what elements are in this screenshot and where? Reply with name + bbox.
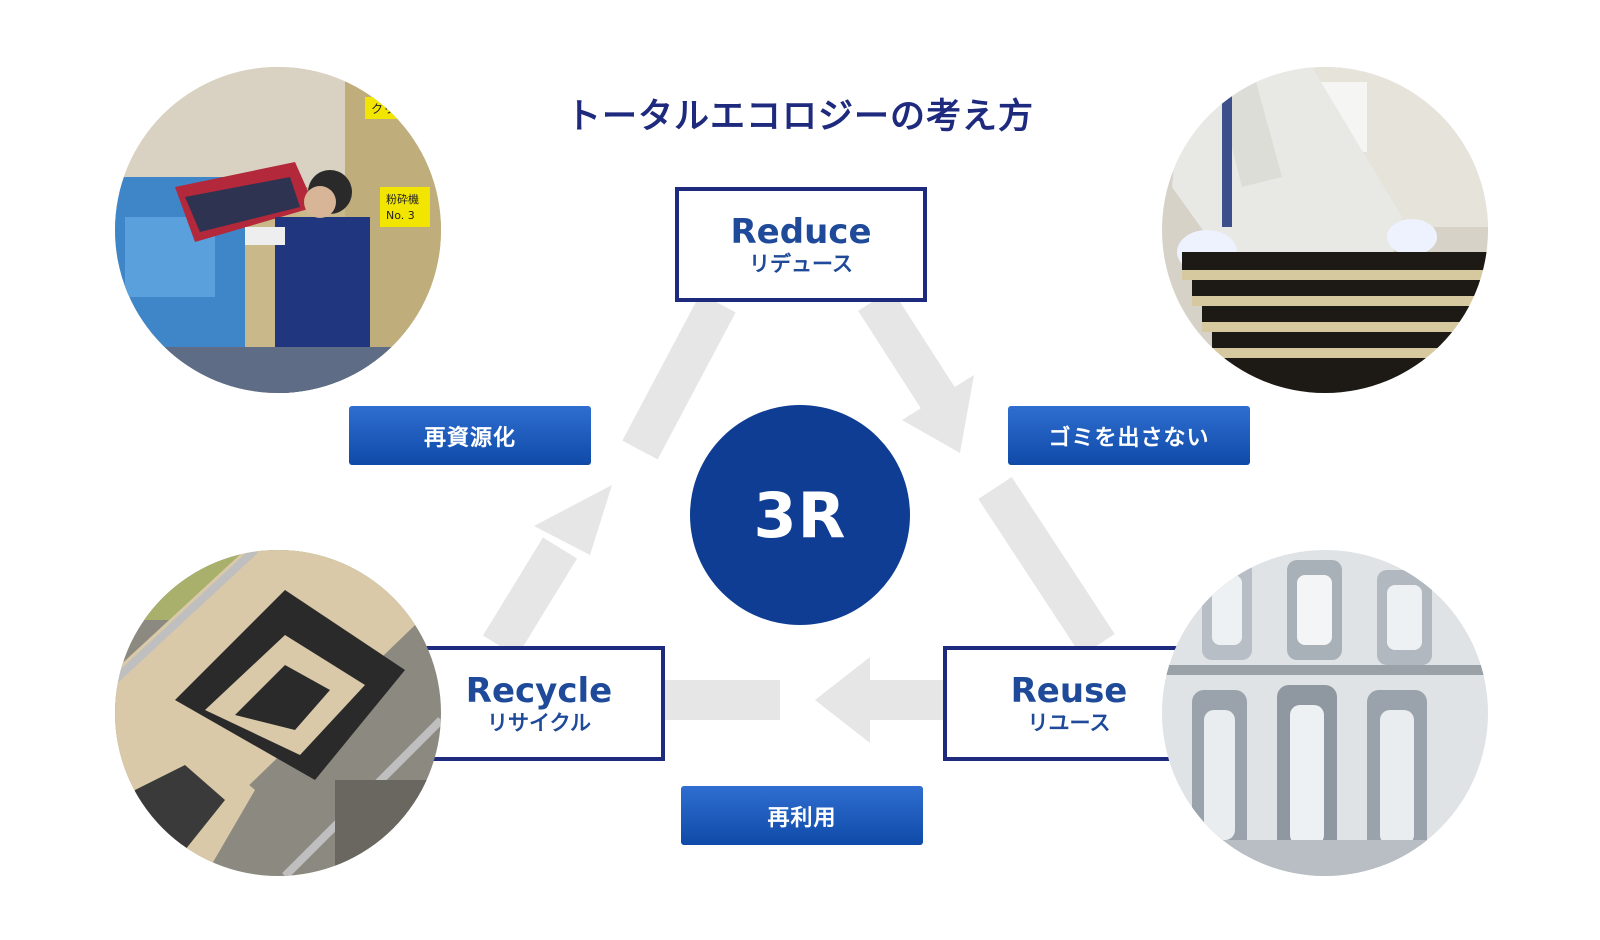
sign-no3: No. 3 bbox=[386, 209, 415, 222]
worker-stacking-trays-photo bbox=[1162, 67, 1488, 393]
recycle-box: Recycle リサイクル bbox=[413, 646, 665, 761]
reuse-en-label: Reuse bbox=[1010, 671, 1128, 711]
reuse-box: Reuse リユース bbox=[943, 646, 1195, 761]
page-title: トータルエコロジーの考え方 bbox=[565, 97, 1034, 137]
reduce-en-label: Reduce bbox=[730, 212, 872, 252]
arrow-recycle-to-reduce bbox=[482, 293, 736, 657]
factory-worker-loading-hopper-photo: クリア 粉砕機 No. 3 bbox=[115, 67, 441, 393]
sign-crusher: 粉砕機 bbox=[386, 192, 419, 206]
reduce-tag: ゴミを出さない bbox=[1008, 406, 1250, 465]
reduce-jp-label: リデュース bbox=[749, 252, 853, 276]
reduce-box: Reduce リデュース bbox=[675, 187, 927, 302]
center-3r-circle: 3R bbox=[690, 405, 910, 625]
reuse-tag: 再利用 bbox=[681, 786, 923, 845]
arrow-reuse-to-recycle bbox=[665, 657, 945, 743]
recycle-en-label: Recycle bbox=[465, 671, 613, 711]
recycling-conveyor-photo bbox=[115, 550, 441, 876]
reused-headlamp-parts-photo bbox=[1162, 550, 1488, 876]
recycle-tag: 再資源化 bbox=[349, 406, 591, 465]
arrow-reduce-to-reuse bbox=[858, 289, 1115, 656]
recycle-jp-label: リサイクル bbox=[487, 711, 591, 735]
reuse-jp-label: リユース bbox=[1027, 711, 1111, 735]
